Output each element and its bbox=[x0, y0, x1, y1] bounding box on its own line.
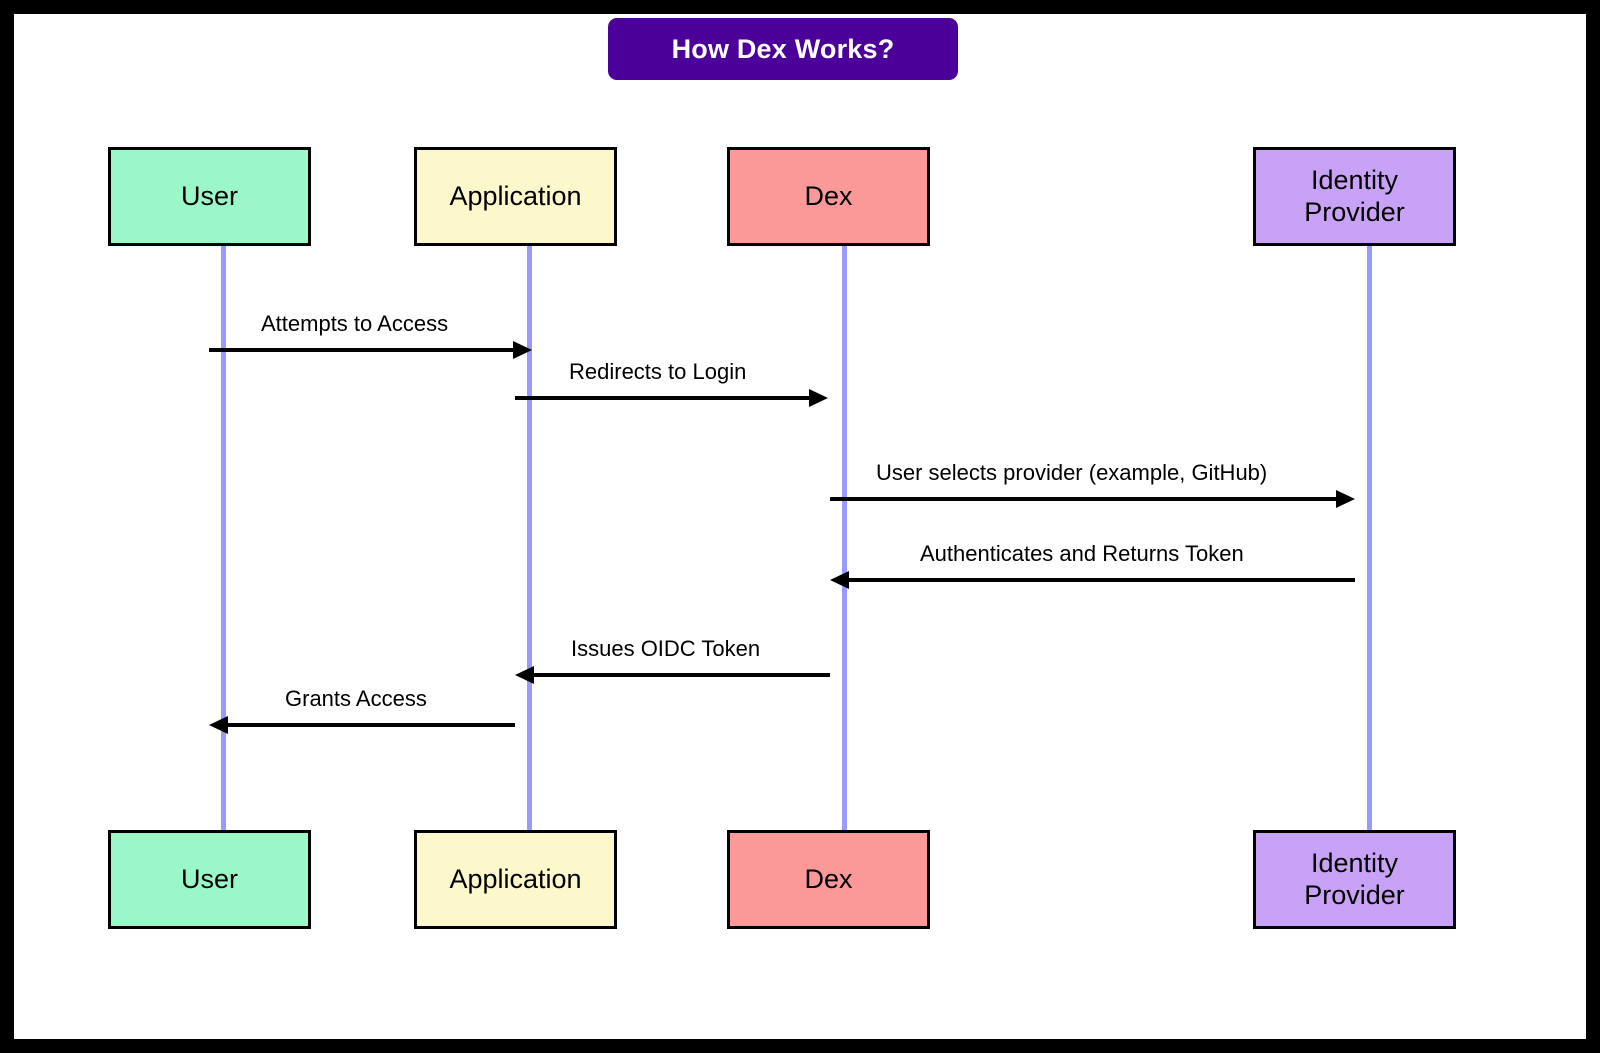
identity-provider-bottom-line-1: Identity bbox=[1310, 847, 1399, 878]
message-line-2 bbox=[515, 396, 809, 400]
participant-box-application-top[interactable]: Application bbox=[414, 147, 617, 246]
participant-box-dex-bottom[interactable]: Dex bbox=[727, 830, 930, 929]
participant-box-application-bottom[interactable]: Application bbox=[414, 830, 617, 929]
message-line-3 bbox=[830, 497, 1336, 501]
message-label-1: Attempts to Access bbox=[261, 311, 449, 336]
message-arrowhead-1 bbox=[513, 341, 532, 359]
message-arrowhead-6 bbox=[209, 716, 228, 734]
message-label-3: User selects provider (example, GitHub) bbox=[876, 460, 1268, 485]
message-arrowhead-2 bbox=[809, 389, 828, 407]
diagram-title-banner: How Dex Works? bbox=[608, 18, 958, 80]
identity-provider-line-2: Provider bbox=[1304, 196, 1405, 227]
participant-label-application-top: Application bbox=[449, 180, 582, 211]
identity-provider-bottom-line-2: Provider bbox=[1304, 879, 1405, 910]
message-arrowhead-5 bbox=[515, 666, 534, 684]
participant-label-user-bottom: User bbox=[180, 863, 238, 894]
participant-box-user-top[interactable]: User bbox=[108, 147, 311, 246]
message-line-6 bbox=[228, 723, 515, 727]
message-line-4 bbox=[849, 578, 1355, 582]
lifeline-identity-provider bbox=[1367, 246, 1372, 846]
participant-label-dex-top: Dex bbox=[804, 180, 853, 211]
diagram-title-text: How Dex Works? bbox=[671, 33, 895, 64]
message-line-5 bbox=[534, 673, 830, 677]
message-line-1 bbox=[209, 348, 513, 352]
message-arrowhead-4 bbox=[830, 571, 849, 589]
lifeline-user bbox=[221, 246, 226, 846]
diagram-canvas: How Dex Works? User Application Dex Iden… bbox=[14, 14, 1586, 1039]
message-label-2: Redirects to Login bbox=[569, 359, 747, 384]
participant-box-dex-top[interactable]: Dex bbox=[727, 147, 930, 246]
lifeline-dex bbox=[842, 246, 847, 846]
message-label-4: Authenticates and Returns Token bbox=[920, 541, 1244, 566]
message-label-6: Grants Access bbox=[285, 686, 427, 711]
participant-label-dex-bottom: Dex bbox=[804, 863, 853, 894]
identity-provider-line-1: Identity bbox=[1310, 164, 1399, 195]
message-label-5: Issues OIDC Token bbox=[571, 636, 761, 661]
participant-label-application-bottom: Application bbox=[449, 863, 582, 894]
participant-label-user-top: User bbox=[180, 180, 238, 211]
participant-box-user-bottom[interactable]: User bbox=[108, 830, 311, 929]
lifeline-application bbox=[527, 246, 532, 846]
message-arrowhead-3 bbox=[1336, 490, 1355, 508]
